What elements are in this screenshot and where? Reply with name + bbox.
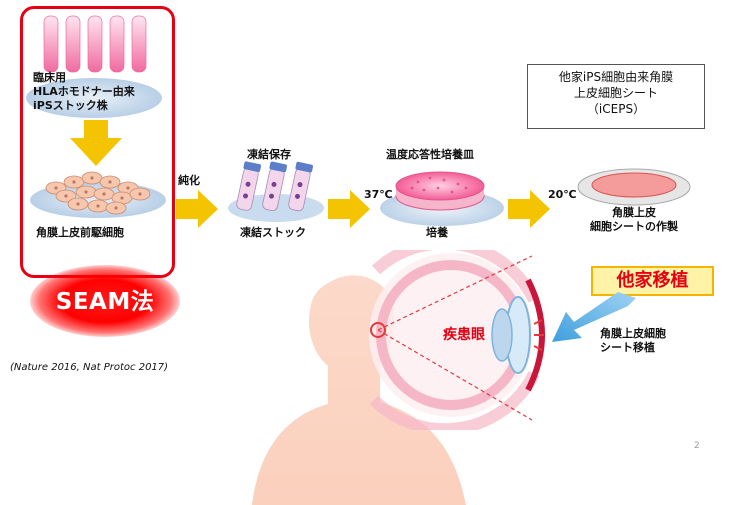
hla-stock-line-3: iPSストック株 — [33, 99, 108, 112]
hla-stock-line-2: HLAホモドナー由来 — [33, 85, 135, 98]
seam-method-label: SEAM法 — [55, 289, 155, 315]
purification-label: 純化 — [178, 174, 200, 187]
allograft-label: 他家移植 — [591, 266, 714, 296]
citation: (Nature 2016, Nat Protoc 2017) — [10, 362, 169, 373]
transplant-line-2: シート移植 — [600, 341, 655, 354]
cryo-vials-illustration — [228, 161, 324, 222]
thaw-arrow — [328, 190, 370, 228]
temp-37-label: 37℃ — [364, 188, 393, 201]
hla-stock-line-1: 臨床用 — [33, 71, 66, 84]
diseased-eye-label: 疾患眼 — [443, 327, 485, 343]
iceps-line-3: （iCEPS） — [586, 102, 646, 116]
transplant-label: 角膜上皮細胞 シート移植 — [600, 327, 666, 355]
temp-20-label: 20℃ — [548, 188, 577, 201]
dish-title: 温度応答性培養皿 — [386, 148, 474, 161]
iceps-line-1: 他家iPS細胞由来角膜 — [558, 70, 674, 84]
progenitor-label: 角膜上皮前駆細胞 — [36, 226, 124, 239]
sheet-fabrication-line-2: 細胞シートの作製 — [590, 220, 678, 233]
ips-test-tubes-illustration — [26, 15, 162, 118]
progenitor-cells-illustration — [30, 171, 166, 218]
transplant-line-1: 角膜上皮細胞 — [600, 327, 666, 340]
transplant-arrow — [552, 292, 636, 342]
hla-stock-label: 臨床用 HLAホモドナー由来 iPSストック株 — [33, 71, 135, 113]
page-number: 2 — [694, 441, 700, 451]
culture-dish-illustration — [380, 171, 504, 226]
culture-label: 培養 — [426, 226, 448, 239]
patient-silhouette — [252, 275, 466, 505]
sheet-fabrication-line-1: 角膜上皮 — [612, 206, 656, 219]
cell-sheet-illustration — [577, 168, 691, 206]
iceps-box: 他家iPS細胞由来角膜 上皮細胞シート （iCEPS） — [527, 64, 705, 129]
temperature-drop-arrow — [508, 190, 550, 228]
cryo-title: 凍結保存 — [247, 148, 291, 161]
cryo-stock-label: 凍結ストック — [240, 226, 306, 239]
sheet-fabrication-label: 角膜上皮 細胞シートの作製 — [573, 206, 695, 234]
differentiation-arrow — [70, 120, 122, 166]
iceps-line-2: 上皮細胞シート — [573, 86, 658, 100]
seam-method-badge — [30, 265, 180, 337]
eye-diagram — [369, 250, 545, 430]
purification-arrow — [176, 190, 218, 228]
